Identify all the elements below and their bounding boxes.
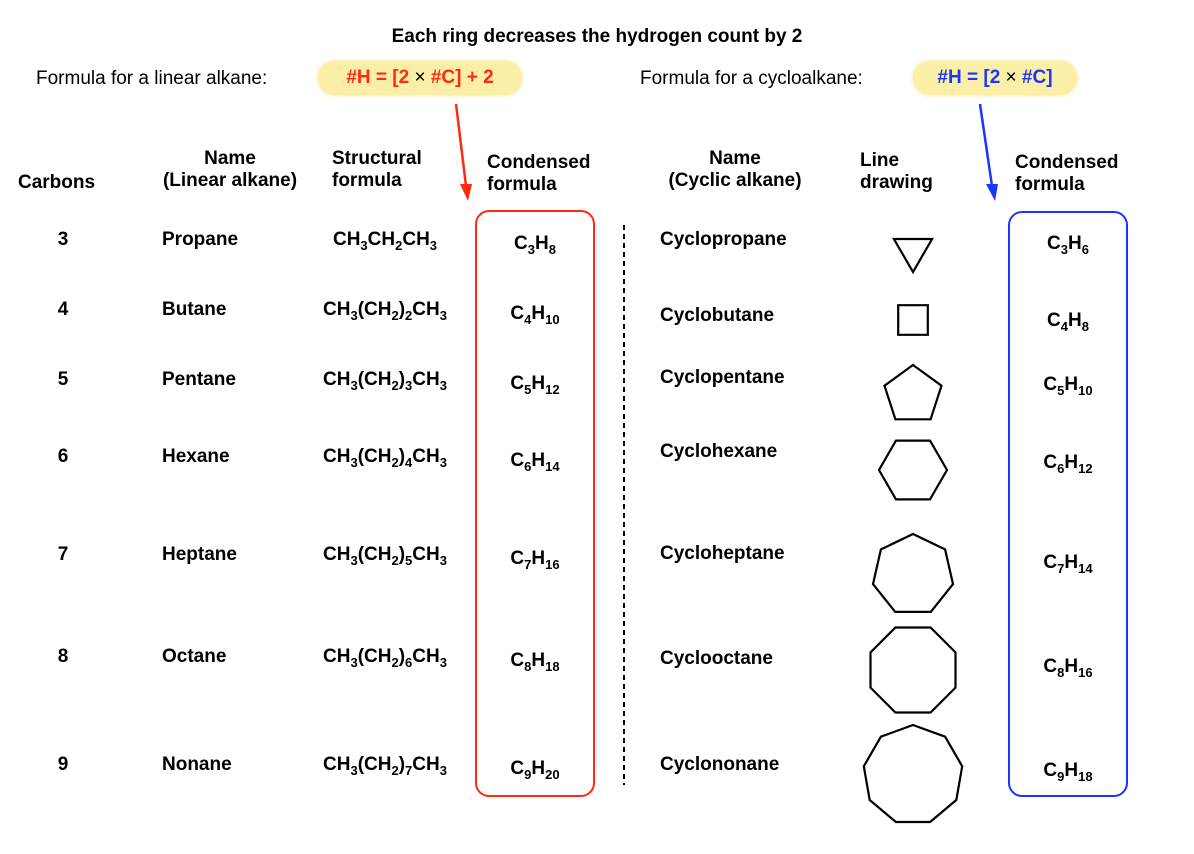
carbon-count: 3 [57, 229, 69, 250]
cyclic-alkane-name: Cyclohexane [660, 441, 778, 462]
linear-formula-label: Formula for a linear alkane: [36, 68, 268, 89]
header-carbons: Carbons [18, 172, 96, 193]
structural-formula: CH3(CH2)4CH3 [323, 446, 447, 470]
linear-condensed-formula: C5H12 [510, 373, 560, 397]
structural-formula: CH3CH2CH3 [332, 229, 438, 253]
cyclic-alkane-name: Cyclopropane [660, 229, 787, 250]
ring-7-sided-icon [871, 532, 955, 614]
formula-part: #H = [2 [937, 67, 1006, 88]
structural-formula: CH3(CH2)6CH3 [323, 646, 447, 670]
formula-part: #C] + 2 [425, 67, 494, 88]
cyclic-alkane-name: Cyclooctane [660, 648, 773, 669]
blue-arrow [978, 103, 994, 187]
linear-condensed-formula: C4H10 [510, 303, 560, 327]
ring-3-sided-icon [891, 237, 935, 275]
linear-alkane-name: Hexane [162, 446, 230, 467]
cyclic-condensed-formula: C3H6 [1047, 233, 1089, 257]
linear-condensed-formula: C8H18 [510, 650, 560, 674]
header-name-cyclic: Name(Cyclic alkane) [668, 148, 802, 191]
cyclic-alkane-name: Cyclononane [660, 754, 780, 775]
carbon-count: 7 [57, 544, 69, 565]
ring-5-sided-icon [883, 363, 943, 421]
ring-4-sided-icon [897, 304, 929, 336]
cyclic-condensed-formula: C7H14 [1043, 552, 1093, 576]
linear-alkane-name: Nonane [162, 754, 232, 775]
red-arrow-head [460, 184, 472, 201]
cyclic-alkane-name: Cyclopentane [660, 367, 785, 388]
formula-part: #C] [1016, 67, 1053, 88]
cyclic-formula: #H = [2 × #C] [913, 61, 1077, 95]
linear-condensed-formula: C3H8 [514, 233, 556, 257]
linear-alkane-name: Butane [162, 299, 227, 320]
cyclic-condensed-formula: C6H12 [1043, 452, 1093, 476]
carbon-count: 4 [57, 299, 69, 320]
ring-6-sided-icon [877, 439, 949, 501]
cyclic-alkane-name: Cycloheptane [660, 543, 785, 564]
cyclic-condensed-formula: C9H18 [1043, 760, 1093, 784]
structural-formula: CH3(CH2)7CH3 [323, 754, 447, 778]
red-arrow [454, 103, 468, 187]
structural-formula: CH3(CH2)5CH3 [323, 544, 447, 568]
cyclic-condensed-formula: C4H8 [1047, 310, 1089, 334]
formula-part: #H = [2 [346, 67, 415, 88]
structural-formula: CH3(CH2)3CH3 [323, 369, 447, 393]
times-sign: × [414, 67, 426, 88]
carbon-count: 5 [57, 369, 69, 390]
cyclic-condensed-formula: C5H10 [1043, 374, 1093, 398]
carbon-count: 8 [57, 646, 69, 667]
cyclic-formula-label: Formula for a cycloalkane: [640, 68, 863, 89]
linear-formula: #H = [2 × #C] + 2 [318, 61, 522, 95]
times-sign: × [1005, 67, 1017, 88]
linear-alkane-name: Octane [162, 646, 227, 667]
diagram-title: Each ring decreases the hydrogen count b… [391, 26, 803, 47]
cyclic-condensed-box [1008, 211, 1128, 797]
linear-condensed-formula: C9H20 [510, 758, 560, 782]
structural-formula: CH3(CH2)2CH3 [323, 299, 447, 323]
linear-condensed-box [475, 210, 595, 797]
cyclic-condensed-formula: C8H16 [1043, 656, 1093, 680]
linear-condensed-formula: C7H16 [510, 548, 560, 572]
linear-alkane-name: Propane [162, 229, 239, 250]
header-name-linear: Name(Linear alkane) [162, 148, 298, 191]
blue-arrow-head [986, 184, 998, 201]
carbon-count: 6 [57, 446, 69, 467]
linear-alkane-name: Heptane [162, 544, 237, 565]
carbon-count: 9 [57, 754, 69, 775]
ring-8-sided-icon [869, 626, 957, 714]
ring-9-sided-icon [862, 723, 964, 824]
linear-condensed-formula: C6H14 [510, 450, 560, 474]
linear-alkane-name: Pentane [162, 369, 236, 390]
cyclic-alkane-name: Cyclobutane [660, 305, 775, 326]
